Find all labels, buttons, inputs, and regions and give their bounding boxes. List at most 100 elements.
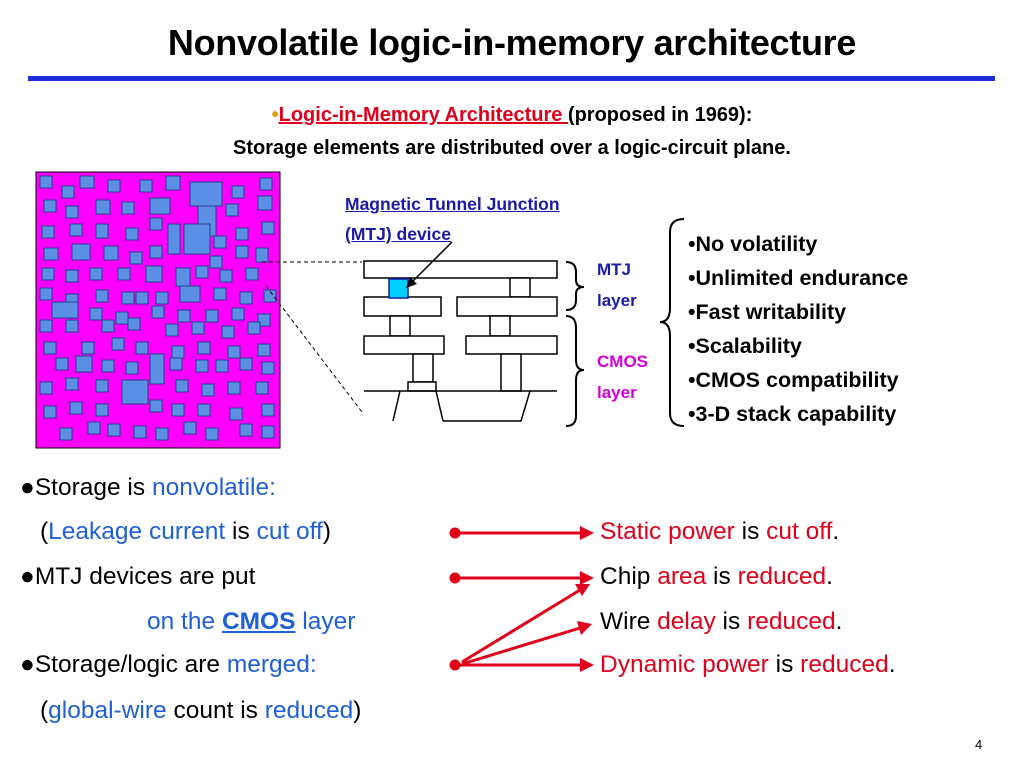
storage-cell — [59, 427, 73, 441]
storage-cell — [239, 291, 253, 305]
storage-cell — [79, 175, 95, 189]
transistor-well — [392, 390, 531, 422]
metal-left-1 — [363, 296, 442, 317]
storage-cell — [39, 319, 53, 333]
result-arrows — [449, 526, 594, 672]
storage-cell — [87, 421, 101, 435]
mtj-layer-brace — [565, 261, 585, 311]
storage-cell — [231, 185, 245, 199]
arrow-5 — [461, 626, 581, 666]
storage-cell — [259, 177, 273, 191]
storage-cell — [213, 287, 227, 301]
feature-list: •No volatility •Unlimited endurance •Fas… — [688, 227, 908, 431]
storage-cell — [263, 289, 277, 303]
storage-cell — [89, 267, 103, 281]
storage-cell — [261, 403, 275, 417]
bullet-mtj-devices: ●MTJ devices are put — [20, 563, 255, 591]
storage-cell — [221, 325, 235, 339]
sub-highlight: Leakage current — [48, 518, 226, 545]
result-text: is — [734, 518, 767, 545]
storage-cell — [183, 223, 211, 255]
storage-cell — [155, 427, 169, 441]
feature-item: •No volatility — [688, 232, 818, 256]
storage-cell — [121, 291, 135, 305]
result-highlight: area — [657, 563, 707, 590]
sub-text: is — [225, 518, 257, 545]
sub-highlight: layer — [295, 608, 356, 635]
storage-cell — [213, 235, 227, 249]
result-highlight: cut off — [766, 518, 833, 545]
arrow-origin-1 — [449, 527, 461, 539]
feature-item: •Scalability — [688, 334, 802, 358]
intro-link[interactable]: Logic-in-Memory Architecture — [278, 104, 568, 126]
feature-item: •Unlimited endurance — [688, 266, 909, 290]
storage-cell — [69, 401, 83, 415]
mtj-pointer — [411, 241, 453, 283]
storage-cell — [69, 223, 83, 237]
storage-cell — [215, 359, 229, 373]
storage-cell — [107, 423, 121, 437]
storage-cell — [43, 341, 57, 355]
storage-cell — [41, 267, 55, 281]
storage-cell — [133, 425, 147, 439]
storage-cell — [43, 247, 59, 261]
storage-cell — [65, 205, 79, 219]
features-brace — [659, 218, 685, 427]
storage-cell — [191, 321, 205, 335]
storage-cell — [209, 255, 223, 269]
arrow-origin-2 — [449, 572, 461, 584]
bullet-highlight: merged: — [226, 651, 317, 678]
storage-cell — [139, 179, 153, 193]
sub-global-wire: (global-wire count is reduced) — [40, 697, 361, 725]
storage-cell — [103, 245, 119, 261]
mtj-label-line-1: Magnetic Tunnel Junction — [345, 194, 560, 214]
storage-cell — [115, 311, 129, 325]
result-text: . — [835, 608, 843, 635]
storage-cell — [125, 227, 139, 241]
bullet-text: Storage is — [34, 474, 152, 501]
bullet-mark: ● — [20, 474, 35, 501]
bullet-mark: ● — [20, 651, 35, 678]
storage-cell — [95, 379, 109, 393]
storage-cell — [111, 337, 125, 351]
storage-cell — [169, 357, 183, 371]
arrow-4 — [461, 588, 581, 664]
cmos-layer-label-1: CMOS — [597, 352, 648, 371]
storage-cell — [171, 345, 185, 359]
storage-cell — [151, 305, 165, 319]
cmos-emphasis: CMOS — [221, 608, 296, 635]
intro-bullet: • — [271, 104, 279, 126]
storage-cell — [101, 319, 115, 333]
projection-line-bottom — [265, 285, 363, 413]
storage-cell — [107, 179, 121, 193]
arrow-1-head — [580, 526, 594, 540]
bullet-highlight: nonvolatile: — [151, 474, 276, 501]
storage-cell — [189, 181, 223, 207]
bullet-mark: ● — [20, 563, 35, 590]
via-right-2 — [489, 315, 511, 337]
storage-cell — [95, 403, 109, 417]
mtj-device — [388, 278, 409, 299]
storage-cell — [257, 195, 273, 211]
storage-cell — [261, 221, 275, 235]
storage-cell — [155, 291, 169, 305]
metal-right-1 — [456, 296, 558, 317]
gate — [407, 381, 437, 392]
slide-title: Nonvolatile logic-in-memory architecture — [167, 22, 857, 63]
result-static-power: Static power is cut off. — [600, 518, 839, 546]
feature-item: •CMOS compatibility — [688, 368, 899, 392]
mtj-label-line-2: (MTJ) device — [345, 224, 451, 244]
storage-cell — [149, 353, 165, 385]
storage-cell — [225, 203, 239, 217]
result-text: . — [832, 518, 840, 545]
storage-cell — [227, 381, 241, 395]
paren-close: ) — [353, 697, 362, 724]
title-rule — [28, 76, 995, 81]
storage-cell — [71, 243, 91, 261]
result-highlight: reduced — [800, 651, 889, 678]
storage-cell — [239, 423, 253, 437]
storage-cell — [201, 383, 215, 397]
storage-cell — [39, 175, 53, 189]
storage-cell — [177, 309, 191, 323]
